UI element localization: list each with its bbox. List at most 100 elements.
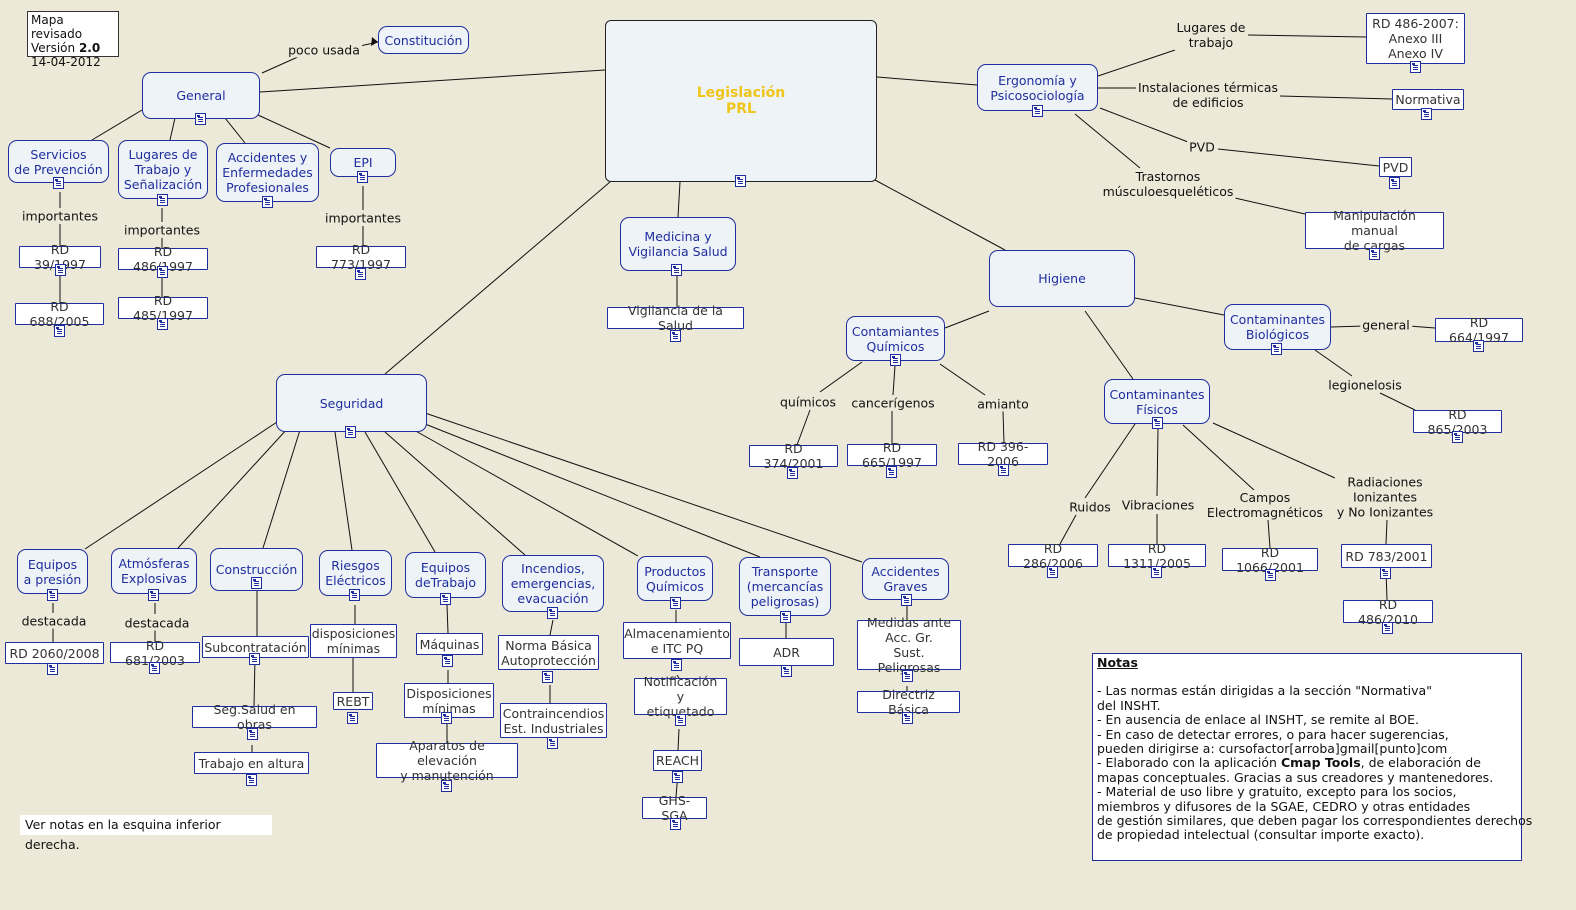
doc-rd665[interactable]: RD 665/1997 (847, 440, 937, 470)
document-icon[interactable] (735, 175, 746, 187)
document-icon[interactable] (902, 670, 913, 682)
doc-rd688[interactable]: RD 688/2005 (15, 299, 104, 329)
concept-lugares-senalizacion[interactable]: Lugares de Trabajo y Señalización (118, 140, 208, 199)
document-icon[interactable] (442, 655, 453, 667)
document-icon[interactable] (542, 671, 553, 683)
concept-transporte[interactable]: Transporte (mercancías peligrosas) (739, 557, 831, 616)
document-icon[interactable] (675, 714, 686, 726)
doc-norma-basica[interactable]: Norma Básica Autoprotección (498, 635, 599, 670)
doc-reach[interactable]: REACH (653, 750, 702, 771)
document-icon[interactable] (249, 653, 260, 665)
concept-general[interactable]: General (142, 72, 260, 119)
document-icon[interactable] (157, 318, 168, 330)
concept-accidentes-enfermedades[interactable]: Accidentes y Enfermedades Profesionales (216, 143, 319, 202)
document-icon[interactable] (262, 196, 273, 208)
document-icon[interactable] (247, 728, 258, 740)
concept-constitucion[interactable]: Constitución (378, 26, 469, 54)
document-icon[interactable] (671, 659, 682, 671)
doc-vigilancia[interactable]: Vigilancia de la Salud (607, 303, 744, 333)
doc-rd396[interactable]: RD 396-2006 (958, 439, 1048, 469)
document-icon[interactable] (1369, 248, 1380, 260)
doc-rd664[interactable]: RD 664/1997 (1435, 315, 1523, 345)
document-icon[interactable] (671, 264, 682, 276)
document-icon[interactable] (195, 113, 206, 125)
document-icon[interactable] (886, 466, 897, 478)
document-icon[interactable] (148, 589, 159, 601)
document-icon[interactable] (355, 268, 366, 280)
doc-rd486-2007[interactable]: RD 486-2007: Anexo III Anexo IV (1366, 13, 1465, 64)
doc-rd773[interactable]: RD 773/1997 (316, 242, 406, 272)
doc-directriz[interactable]: Directriz Básica (857, 687, 960, 717)
concept-servicios-prevencion[interactable]: Servicios de Prevención (8, 140, 109, 183)
document-icon[interactable] (1473, 340, 1484, 352)
doc-aparatos[interactable]: Aparatos de elevación y manutención (376, 738, 518, 783)
document-icon[interactable] (1047, 566, 1058, 578)
document-icon[interactable] (1410, 61, 1421, 73)
concept-medicina[interactable]: Medicina y Vigilancia Salud (620, 217, 736, 271)
doc-rd783[interactable]: RD 783/2001 (1341, 544, 1432, 568)
document-icon[interactable] (781, 665, 792, 677)
document-icon[interactable] (1151, 566, 1162, 578)
document-icon[interactable] (1452, 431, 1463, 443)
document-icon[interactable] (54, 325, 65, 337)
doc-rd1311[interactable]: RD 1311/2005 (1108, 541, 1206, 571)
document-icon[interactable] (441, 780, 452, 792)
document-icon[interactable] (157, 266, 168, 278)
doc-rd486-2010[interactable]: RD 486/2010 (1343, 597, 1433, 627)
document-icon[interactable] (1265, 569, 1276, 581)
document-icon[interactable] (901, 594, 912, 606)
concept-equipos-presion[interactable]: Equipos a presión (17, 549, 88, 594)
concept-seguridad[interactable]: Seguridad (276, 374, 427, 432)
doc-ghs[interactable]: GHS-SGA (642, 793, 707, 823)
concept-root[interactable]: Legislación PRL (605, 20, 877, 182)
document-icon[interactable] (670, 597, 681, 609)
doc-normativa[interactable]: Normativa (1392, 89, 1464, 110)
doc-almacenamiento[interactable]: Almacenamiento e ITC PQ (623, 622, 731, 659)
concept-higiene[interactable]: Higiene (989, 250, 1135, 307)
doc-disp-minimas-1[interactable]: disposiciones mínimas (310, 624, 397, 658)
document-icon[interactable] (53, 177, 64, 189)
document-icon[interactable] (547, 737, 558, 749)
doc-manipulacion[interactable]: Manipulación manual de cargas (1305, 208, 1444, 253)
doc-rd374[interactable]: RD 374/2001 (749, 441, 838, 471)
document-icon[interactable] (1382, 622, 1393, 634)
doc-notificacion[interactable]: Notificación y etiquetado (634, 674, 727, 719)
concept-atmosferas[interactable]: Atmósferas Explosivas (111, 548, 197, 594)
doc-seg-salud[interactable]: Seg.Salud en obras (192, 702, 317, 732)
doc-rd2060[interactable]: RD 2060/2008 (5, 642, 104, 664)
document-icon[interactable] (547, 607, 558, 619)
concept-biologicos[interactable]: Contaminantes Biológicos (1224, 304, 1331, 350)
concept-ergonomia[interactable]: Ergonomía y Psicosociología (977, 64, 1098, 111)
document-icon[interactable] (787, 467, 798, 479)
doc-rd865[interactable]: RD 865/2003 (1413, 407, 1502, 437)
doc-contraincendios[interactable]: Contraincendios Est. Industriales (500, 703, 607, 738)
document-icon[interactable] (670, 818, 681, 830)
document-icon[interactable] (1152, 417, 1163, 429)
document-icon[interactable] (345, 426, 356, 438)
document-icon[interactable] (349, 589, 360, 601)
doc-rebt[interactable]: REBT (333, 692, 373, 710)
document-icon[interactable] (780, 611, 791, 623)
document-icon[interactable] (357, 171, 368, 183)
doc-pvd[interactable]: PVD (1379, 157, 1412, 177)
document-icon[interactable] (441, 712, 452, 724)
doc-rd286[interactable]: RD 286/2006 (1008, 541, 1098, 571)
document-icon[interactable] (1389, 177, 1400, 189)
concept-equipos-trabajo[interactable]: Equipos deTrabajo (405, 552, 486, 598)
document-icon[interactable] (1421, 108, 1432, 120)
document-icon[interactable] (440, 593, 451, 605)
doc-medidas[interactable]: Medidas ante Acc. Gr. Sust. Peligrosas (857, 615, 961, 675)
doc-trabajo-altura[interactable]: Trabajo en altura (194, 752, 309, 774)
document-icon[interactable] (246, 774, 257, 786)
document-icon[interactable] (47, 663, 58, 675)
document-icon[interactable] (251, 577, 262, 589)
doc-adr[interactable]: ADR (739, 638, 834, 666)
document-icon[interactable] (1380, 567, 1391, 579)
document-icon[interactable] (55, 264, 66, 276)
document-icon[interactable] (998, 464, 1009, 476)
doc-rd681[interactable]: RD 681/2003 (110, 638, 200, 668)
document-icon[interactable] (902, 712, 913, 724)
document-icon[interactable] (47, 589, 58, 601)
concept-fisicos[interactable]: Contaminantes Físicos (1104, 379, 1210, 424)
document-icon[interactable] (157, 194, 168, 206)
